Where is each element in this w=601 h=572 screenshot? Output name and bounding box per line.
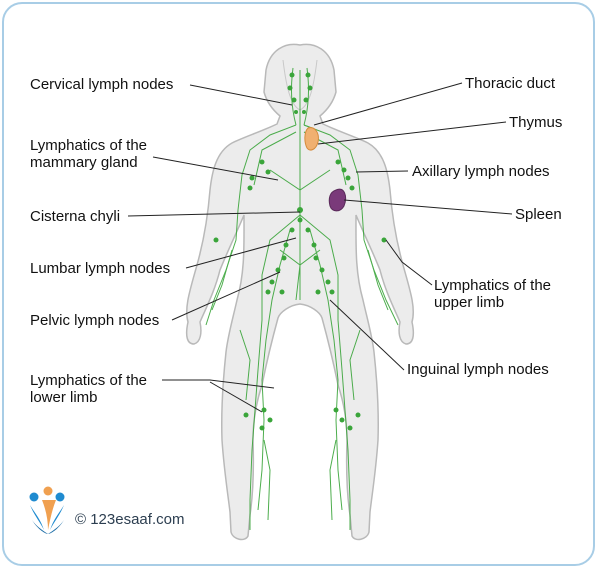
label-thoracic-duct: Thoracic duct <box>465 75 556 92</box>
thymus-organ <box>304 127 319 151</box>
watermark-text: © 123esaaf.com <box>75 511 185 528</box>
people-logo-icon <box>29 486 65 534</box>
spleen-organ <box>328 188 347 212</box>
label-spleen: Spleen <box>515 206 562 223</box>
label-cisterna-chyli: Cisterna chyli <box>30 208 121 225</box>
leader-lines <box>127 82 513 413</box>
label-upper-limb-lymphatics: Lymphatics of the upper limb <box>434 277 552 311</box>
lymph-nodes <box>213 72 387 431</box>
label-pelvic-lymph-nodes: Pelvic lymph nodes <box>30 312 160 329</box>
label-thymus: Thymus <box>509 114 563 131</box>
label-axillary-lymph-nodes: Axillary lymph nodes <box>412 163 550 180</box>
label-mammary-lymphatics: Lymphatics of the mammary gland <box>30 137 148 171</box>
label-lower-limb-lymphatics: Lymphatics of the lower limb <box>30 372 148 406</box>
label-lumbar-lymph-nodes: Lumbar lymph nodes <box>30 260 171 277</box>
label-inguinal-lymph-nodes: Inguinal lymph nodes <box>407 361 549 378</box>
label-cervical-lymph-nodes: Cervical lymph nodes <box>30 76 174 93</box>
lymph-vessels <box>205 67 399 530</box>
